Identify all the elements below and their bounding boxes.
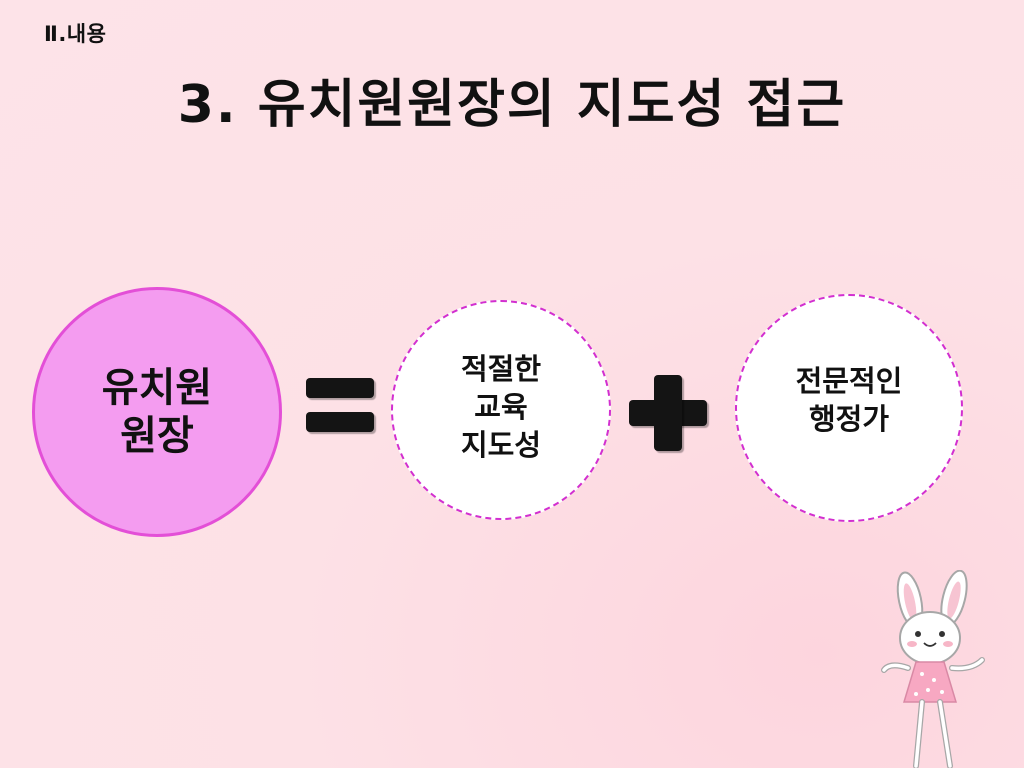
administrator-text: 전문적인 행정가: [796, 362, 903, 438]
principal-line-2: 원장: [120, 413, 194, 459]
equals-bar-bottom: [306, 412, 374, 432]
bunny-illustration: [881, 570, 985, 768]
teaching-leadership-text: 적절한 교육 지도성: [461, 350, 541, 464]
teaching-line-3: 지도성: [460, 428, 542, 462]
teaching-line-1: 적절한: [460, 352, 542, 386]
administrator-line-2: 행정가: [808, 402, 890, 436]
administrator-circle: 전문적인 행정가: [735, 294, 963, 522]
teaching-line-2: 교육: [474, 390, 528, 424]
plus-icon: [629, 375, 707, 451]
equals-icon: [306, 378, 376, 436]
teaching-leadership-circle: 적절한 교육 지도성: [391, 300, 611, 520]
principal-line-1: 유치원: [101, 365, 213, 411]
plus-bar-vertical: [654, 375, 682, 451]
section-label: Ⅱ.내용: [44, 22, 107, 46]
page-title: 3. 유치원원장의 지도성 접근: [177, 75, 847, 135]
administrator-line-1: 전문적인: [795, 364, 903, 398]
principal-circle: 유치원 원장: [32, 287, 282, 537]
principal-circle-text: 유치원 원장: [102, 364, 212, 460]
equals-bar-top: [306, 378, 374, 398]
